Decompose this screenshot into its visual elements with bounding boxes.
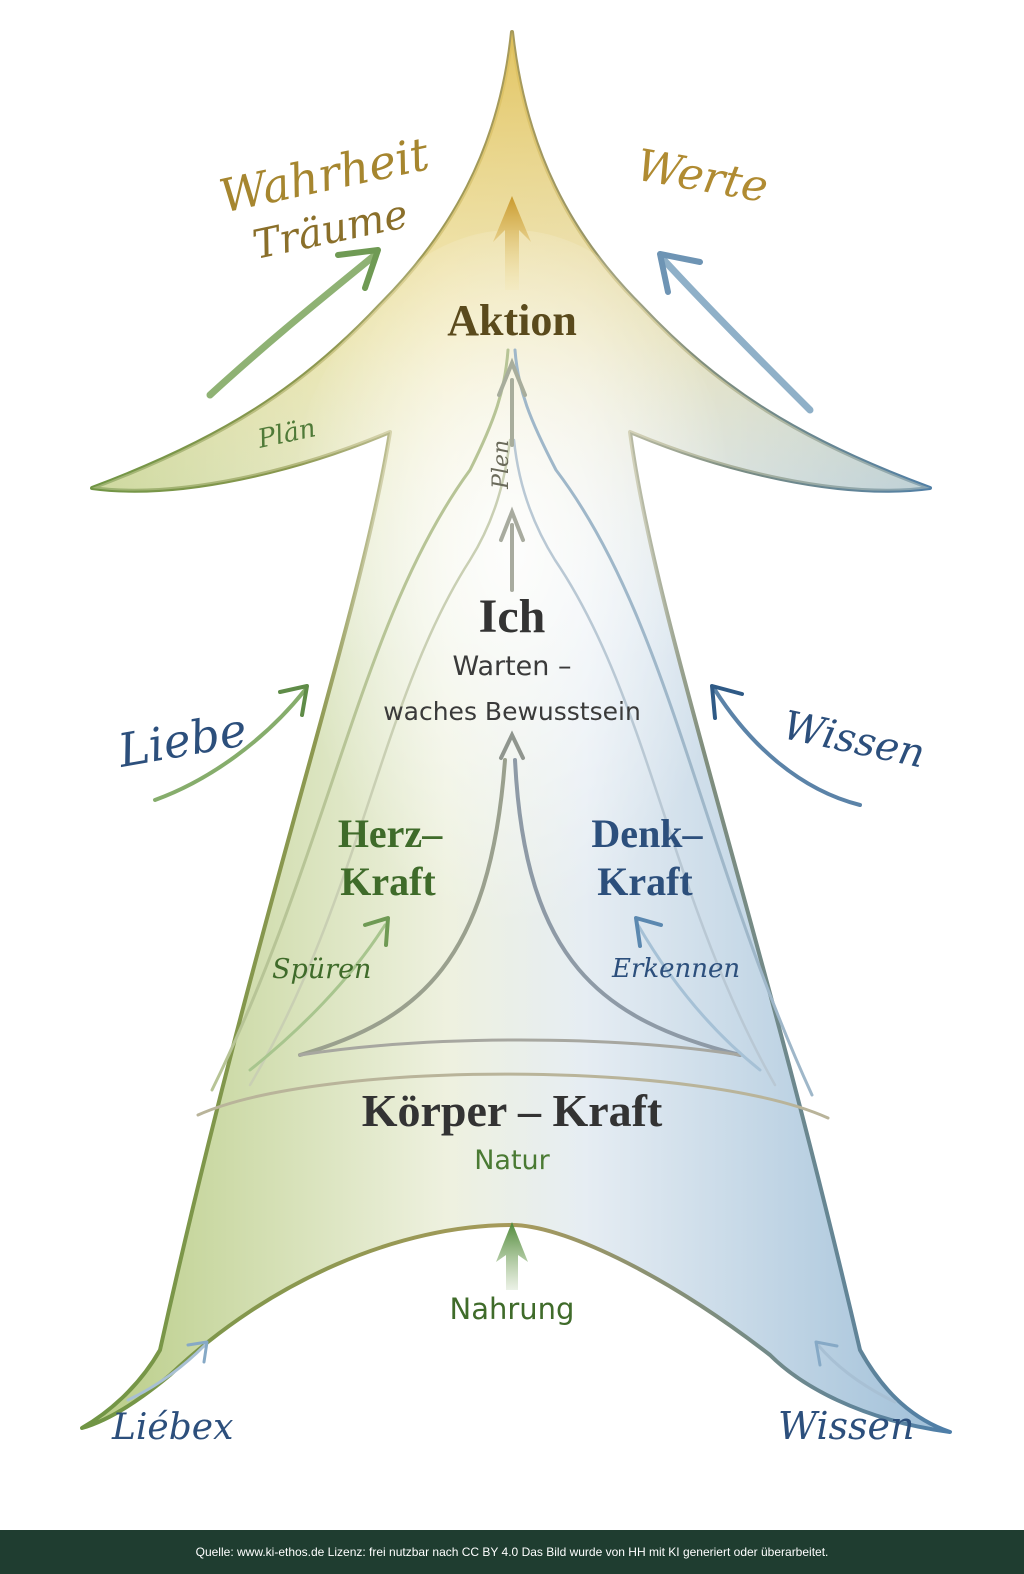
wahrheit-arrowhead [335,247,381,291]
wissen-bottom-arrow [816,1343,897,1404]
wissen-mid-arrow [713,688,862,807]
wissen-mid-arrowhead [710,684,744,720]
center-arrows [493,196,531,1290]
label-spueren: Spüren [272,954,372,985]
ki-ethos-arrow-diagram [80,30,952,1434]
label-herz-line2: Kraft [340,859,436,904]
label-ich: Ich [478,590,546,643]
label-natur: Natur [474,1145,550,1176]
bewusstsein-up-arrow [499,730,525,760]
label-wissen-bottom: Wissen [778,1404,915,1448]
erkennen-arrowhead [634,916,663,948]
spueren-arrowhead [363,916,390,947]
wahrheit-arrow [206,251,379,399]
label-waches-bewusstsein: waches Bewusstsein [383,697,641,726]
liebe-mid-arrowhead [278,684,309,717]
aktion-up-arrow [493,196,531,290]
footer-source-text: Quelle: www.ki-ethos.de Lizenz: frei nut… [195,1545,829,1559]
nahrung-up-arrow [496,1222,528,1290]
erkennen-arrow [636,923,762,1072]
center-glow [262,230,762,1070]
triangle-base [298,1038,742,1057]
inner-left-curve-2 [248,438,512,1087]
liebe-bottom-arrowhead [186,1340,209,1364]
label-aktion: Aktion [447,296,577,345]
side-arrows [126,247,897,1404]
liebe-bottom-arrow [126,1343,207,1402]
label-erkennen: Erkennen [612,954,741,984]
label-nahrung: Nahrung [449,1292,575,1326]
wissen-bottom-arrowhead [814,1340,839,1367]
inner-right-curve [513,348,814,1097]
ich-up-arrow [499,506,525,592]
spueren-arrow [248,923,387,1072]
label-liebe-bottom: Liébex [112,1407,234,1448]
label-koerper-kraft: Körper – Kraft [361,1085,663,1136]
label-denk-line2: Kraft [597,859,693,904]
werte-arrowhead [657,251,703,295]
band-top-line [196,1072,830,1120]
werte-arrow [658,254,814,414]
liebe-mid-arrow [153,688,307,802]
triangle-right-side [513,758,742,1057]
label-herz-line1: Herz– [337,811,443,856]
label-warten: Warten – [452,651,572,682]
plan-up-arrow [497,357,527,447]
inner-left-curve [210,348,510,1092]
label-denk-line1: Denk– [591,811,703,856]
inner-lines [196,348,830,1120]
triangle-left-side [298,758,507,1057]
source-footer: Quelle: www.ki-ethos.de Lizenz: frei nut… [0,1530,1024,1574]
inner-right-curve-2 [512,438,777,1087]
label-plan-center: Plen [489,439,515,489]
